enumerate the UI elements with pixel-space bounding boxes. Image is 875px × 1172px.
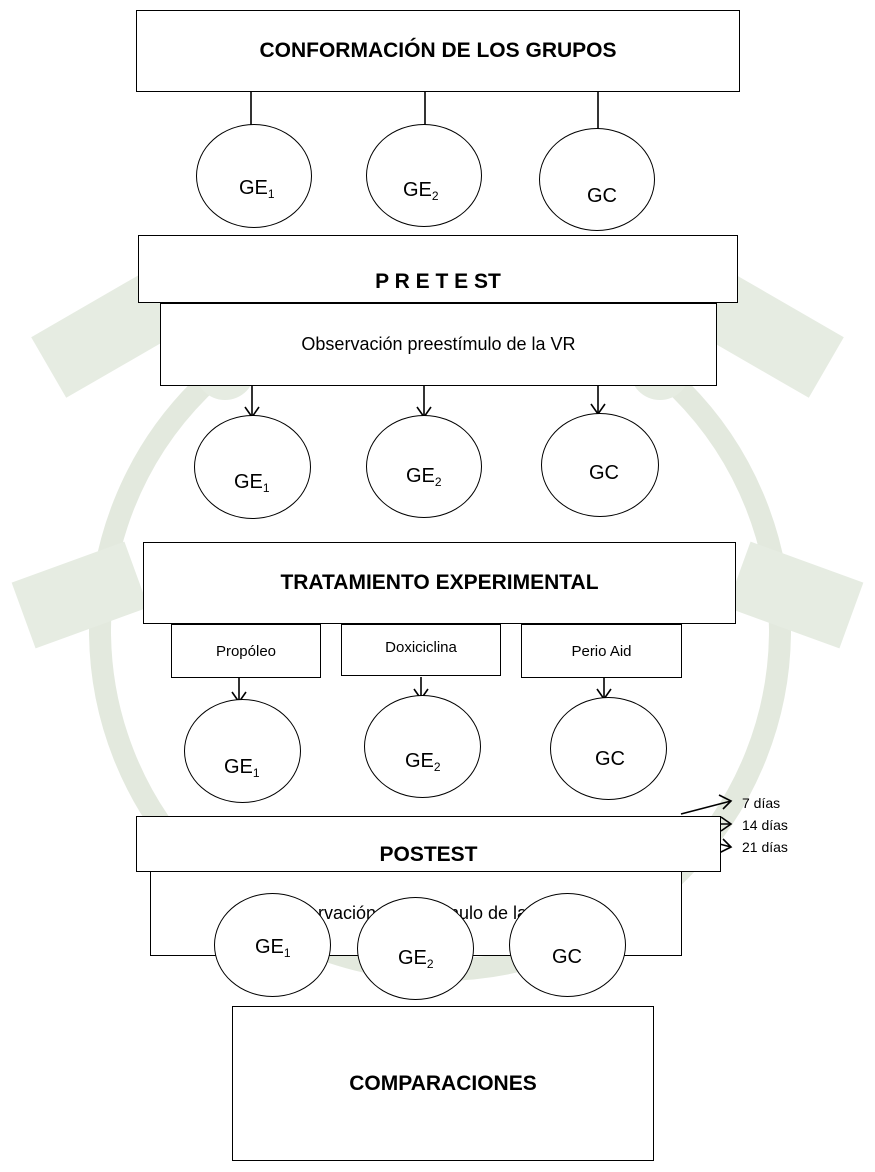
treatment-doxiciclina-label: Doxiciclina xyxy=(385,639,457,656)
interval-21-days: 21 días xyxy=(742,839,788,855)
group-ge1-subscript: 1 xyxy=(267,187,275,201)
pre-observation-box: Observación preestímulo de la VR xyxy=(160,303,717,386)
group-ge2-subscript: 2 xyxy=(433,760,441,774)
treatment-box: TRATAMIENTO EXPERIMENTAL xyxy=(143,542,736,624)
pre-observation-label: Observación preestímulo de la VR xyxy=(301,334,576,354)
group-ge1-node: GE1 xyxy=(184,699,301,803)
group-gc-label: GC xyxy=(552,946,582,968)
comparisons-box: COMPARACIONES xyxy=(232,1006,654,1161)
group-gc-label: GC xyxy=(589,462,619,484)
group-formation-label: CONFORMACIÓN DE LOS GRUPOS xyxy=(259,39,617,62)
group-formation-box: CONFORMACIÓN DE LOS GRUPOS xyxy=(136,10,740,92)
group-gc-node: GC xyxy=(541,413,659,517)
group-ge2-label: GE xyxy=(398,947,427,969)
group-gc-label: GC xyxy=(595,748,625,770)
group-ge1-subscript: 1 xyxy=(283,946,291,960)
interval-14-days: 14 días xyxy=(742,817,788,833)
group-ge1-node: GE1 xyxy=(214,893,331,997)
group-ge2-node: GE2 xyxy=(366,124,482,227)
group-ge1-label: GE xyxy=(224,756,253,778)
group-ge2-label: GE xyxy=(403,179,432,201)
group-ge1-label: GE xyxy=(234,471,263,493)
treatment-propoleo-label: Propóleo xyxy=(215,642,277,660)
group-ge1-label: GE xyxy=(255,936,284,958)
postest-box: POSTEST xyxy=(136,816,721,872)
group-gc-label: GC xyxy=(587,185,617,207)
group-ge2-label: GE xyxy=(405,750,434,772)
group-gc-node: GC xyxy=(509,893,626,997)
group-ge1-node: GE1 xyxy=(194,415,311,519)
group-ge2-node: GE2 xyxy=(364,695,481,798)
group-ge2-node: GE2 xyxy=(366,415,482,518)
pretest-label: P R E T E ST xyxy=(375,270,501,293)
group-ge2-subscript: 2 xyxy=(431,189,439,203)
comparisons-label: COMPARACIONES xyxy=(349,1071,537,1095)
group-ge2-label: GE xyxy=(406,465,435,487)
group-ge1-label: GE xyxy=(239,177,268,199)
group-gc-node: GC xyxy=(539,128,655,231)
treatment-perio-aid-box: Perio Aid xyxy=(521,624,682,678)
group-ge1-node: GE1 xyxy=(196,124,312,228)
postest-label: POSTEST xyxy=(379,843,478,866)
treatment-label: TRATAMIENTO EXPERIMENTAL xyxy=(280,571,599,594)
treatment-doxiciclina-box: Doxiciclina xyxy=(341,624,501,676)
group-ge1-subscript: 1 xyxy=(252,766,260,780)
treatment-propoleo-box: Propóleo xyxy=(171,624,321,678)
group-ge2-subscript: 2 xyxy=(434,475,442,489)
pretest-box: P R E T E ST xyxy=(138,235,738,303)
group-gc-node: GC xyxy=(550,697,667,800)
group-ge1-subscript: 1 xyxy=(262,481,270,495)
interval-7-days: 7 días xyxy=(742,795,781,811)
treatment-perio-aid-label: Perio Aid xyxy=(571,642,632,660)
group-ge2-node: GE2 xyxy=(357,897,474,1000)
group-ge2-subscript: 2 xyxy=(426,957,434,971)
